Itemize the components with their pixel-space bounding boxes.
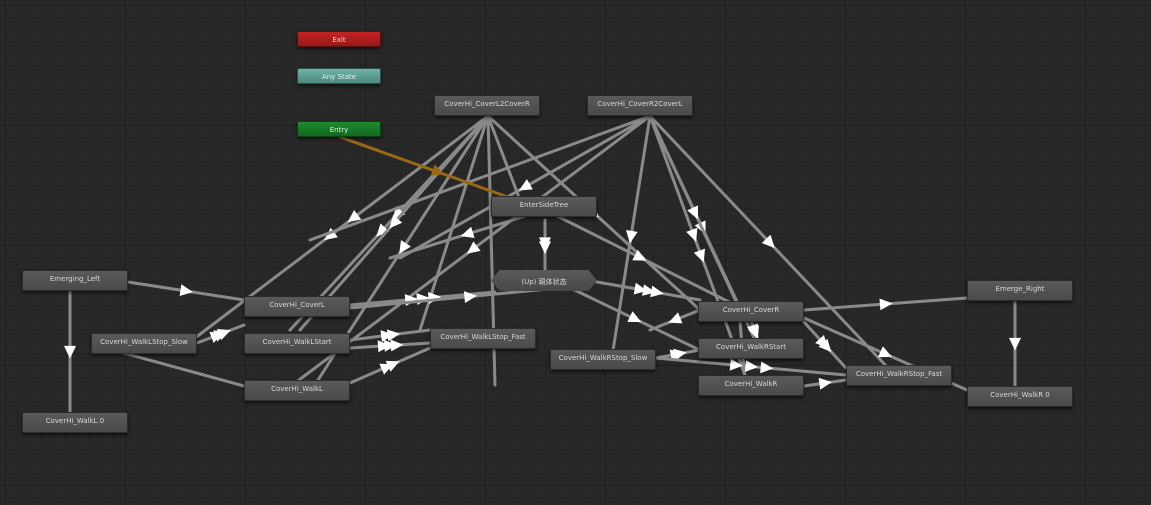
transition-arrow-icon	[632, 249, 647, 261]
transition-arrow-icon	[384, 339, 397, 352]
transition-arrow-icon	[747, 325, 759, 340]
transition-arrow-icon	[347, 210, 362, 223]
state-walk-l-stop-slow-label: CoverHi_WalkLStop_Slow	[100, 338, 188, 346]
state-cover-r2-cover-l-label: CoverHi_CoverR2CoverL	[597, 100, 683, 108]
state-walk-r-stop-slow-label: CoverHi_WalkRStop_Slow	[558, 354, 648, 362]
transition-arrow-icon	[878, 346, 892, 358]
state-enter-side-tree-label: EnterSideTree	[519, 201, 569, 209]
transition-arrow-icon	[760, 361, 774, 374]
state-entry-label: Entry	[329, 126, 349, 134]
state-walk-l-start-label: CoverHi_WalkLStart	[262, 338, 332, 346]
transition-arrow-icon	[463, 291, 477, 303]
transition-line[interactable]	[486, 114, 522, 202]
state-walk-r-start-label: CoverHi_WalkRStart	[716, 343, 786, 351]
state-walk-l-stop-fast[interactable]: CoverHi_WalkLStop_Fast	[430, 328, 536, 349]
transition-arrow-icon	[818, 338, 832, 352]
transition-arrow-icon	[428, 292, 442, 304]
state-cover-l2-cover-r-label: CoverHi_CoverL2CoverR	[444, 100, 530, 108]
state-exit-label: Exit	[332, 36, 346, 44]
transition-arrow-icon	[460, 226, 475, 238]
entry-transition-arrow-icon	[430, 164, 445, 176]
transition-arrow-icon	[650, 285, 664, 298]
state-walk-l-0[interactable]: CoverHi_WalkL 0	[22, 412, 128, 433]
state-walk-l-stop-fast-label: CoverHi_WalkLStop_Fast	[440, 333, 526, 341]
state-enter-side-tree[interactable]: EnterSideTree	[491, 196, 597, 217]
transition-arrow-icon	[761, 234, 775, 249]
transition-arrow-icon	[626, 230, 638, 244]
transition-arrow-icon	[324, 227, 338, 241]
transition-line[interactable]	[118, 350, 246, 388]
transition-arrow-icon	[818, 377, 832, 390]
transition-arrow-icon	[879, 298, 893, 311]
state-cover-l-label: CoverHi_CoverL	[269, 301, 325, 309]
transition-arrow-icon	[380, 330, 394, 342]
state-walk-l[interactable]: CoverHi_WalkL	[244, 380, 350, 401]
transition-arrow-icon	[744, 360, 758, 372]
transition-arrow-icon	[385, 360, 400, 372]
transition-arrow-icon	[673, 348, 687, 361]
transition-arrow-icon	[686, 227, 698, 242]
transition-arrow-icon	[466, 241, 481, 254]
state-walk-r-stop-fast-label: CoverHi_WalkRStop_Fast	[855, 370, 943, 378]
state-walk-r-0[interactable]: CoverHi_WalkR 0	[967, 386, 1073, 407]
transition-line[interactable]	[308, 114, 652, 242]
state-walk-r-0-label: CoverHi_WalkR 0	[990, 391, 1050, 399]
transition-arrow-icon	[389, 214, 403, 229]
transition-arrow-icon	[729, 358, 743, 371]
state-emerge-right[interactable]: Emerge_Right	[967, 280, 1073, 301]
state-up-parent-machine-label: (Up) 親体状态	[521, 278, 567, 286]
transition-arrow-icon	[390, 339, 404, 352]
transition-arrow-icon	[216, 329, 231, 341]
state-any-state-label: Any State	[321, 73, 357, 81]
state-walk-r-stop-fast[interactable]: CoverHi_WalkRStop_Fast	[846, 365, 952, 386]
state-cover-r-label: CoverHi_CoverR	[722, 306, 780, 314]
state-emerging-left[interactable]: Emerging_Left	[22, 270, 128, 291]
state-walk-l-0-label: CoverHi_WalkL 0	[45, 417, 105, 425]
state-any-state[interactable]: Any State	[297, 68, 381, 84]
transition-arrow-icon	[693, 248, 705, 263]
transition-arrow-icon	[1009, 337, 1021, 351]
transition-arrow-icon	[518, 179, 533, 191]
state-emerging-left-label: Emerging_Left	[49, 275, 101, 283]
state-cover-r[interactable]: CoverHi_CoverR	[698, 301, 804, 322]
state-walk-r-label: CoverHi_WalkR	[724, 380, 778, 388]
state-exit[interactable]: Exit	[297, 31, 381, 47]
transition-arrow-icon	[179, 284, 193, 296]
state-walk-l-stop-slow[interactable]: CoverHi_WalkLStop_Slow	[91, 333, 197, 354]
transition-arrow-icon	[668, 312, 683, 324]
state-entry[interactable]: Entry	[297, 121, 381, 137]
state-walk-l-label: CoverHi_WalkL	[271, 385, 323, 393]
transition-arrow-icon	[539, 241, 551, 254]
transition-arrow-icon	[386, 329, 401, 342]
transition-arrow-icon	[399, 240, 411, 254]
transition-line[interactable]	[648, 114, 747, 377]
state-emerge-right-label: Emerge_Right	[995, 285, 1045, 293]
state-cover-l[interactable]: CoverHi_CoverL	[244, 296, 350, 317]
transition-arrow-icon	[627, 311, 642, 322]
transition-arrow-icon	[687, 205, 698, 220]
transition-arrow-icon	[377, 340, 391, 353]
state-walk-r-stop-slow[interactable]: CoverHi_WalkRStop_Slow	[550, 349, 656, 370]
state-walk-r[interactable]: CoverHi_WalkR	[698, 375, 804, 396]
state-up-parent-machine[interactable]: (Up) 親体状态	[491, 270, 597, 291]
state-cover-r2-cover-l[interactable]: CoverHi_CoverR2CoverL	[587, 95, 693, 116]
state-walk-r-start[interactable]: CoverHi_WalkRStart	[698, 338, 804, 359]
state-walk-l-start[interactable]: CoverHi_WalkLStart	[244, 333, 350, 354]
state-cover-l2-cover-r[interactable]: CoverHi_CoverL2CoverR	[434, 95, 540, 116]
entry-default-transition[interactable]	[338, 135, 507, 198]
transition-arrow-icon	[64, 345, 76, 359]
transition-arrow-icon	[376, 223, 390, 237]
